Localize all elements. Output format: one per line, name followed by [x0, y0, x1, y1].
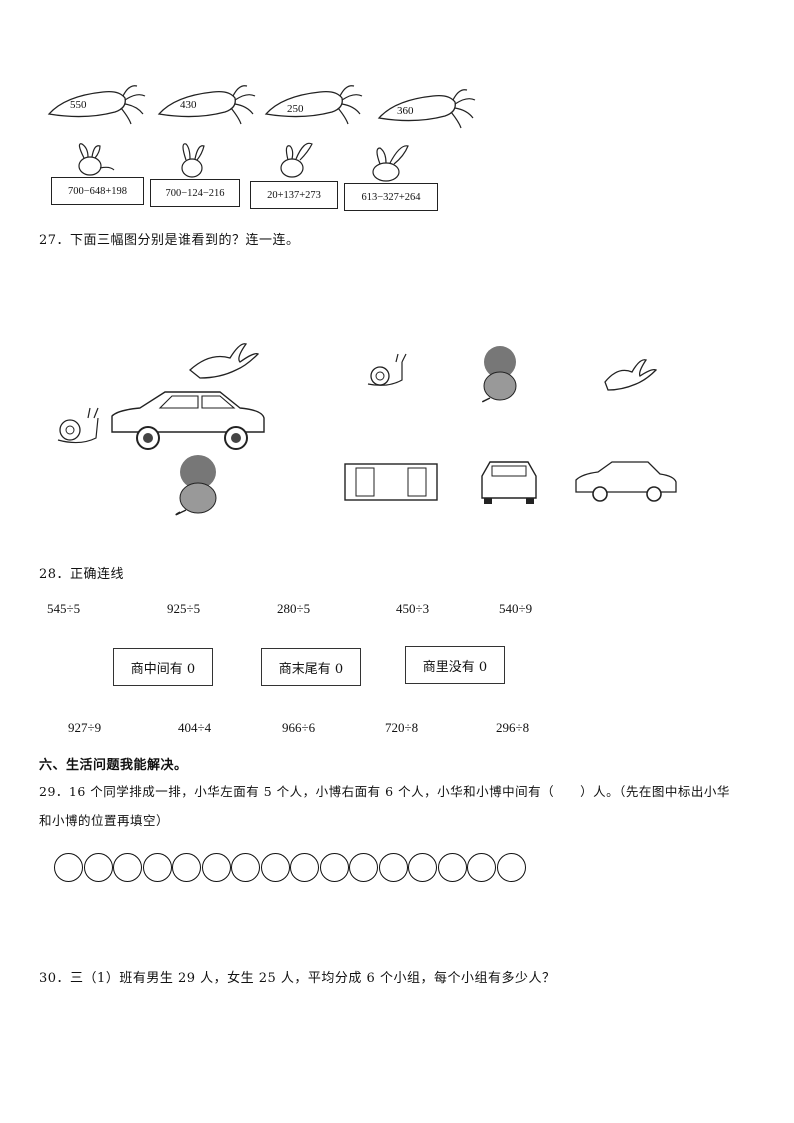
- division-top-1: 545÷5: [47, 601, 81, 616]
- car-side-icon: [111, 391, 265, 450]
- division-bottom-1: 927÷9: [68, 720, 102, 735]
- answer-box-middle-zero: 商中间有 0: [113, 648, 213, 686]
- section-6-title: 六、生活问题我能解决。: [39, 758, 188, 773]
- rabbit-icon: [78, 143, 115, 176]
- bird-icon: [604, 359, 658, 391]
- division-top-4: 450÷3: [396, 601, 430, 616]
- expression-box: 700−124−216: [150, 179, 240, 207]
- rabbit-icon: [181, 143, 205, 178]
- carrot-icon: [47, 85, 146, 125]
- seat-circle[interactable]: [378, 853, 408, 882]
- monkey-icon: [482, 346, 517, 403]
- seat-circle[interactable]: [231, 853, 260, 882]
- division-top-5: 540÷9: [499, 601, 533, 616]
- expression-box: 700−648+198: [51, 177, 144, 205]
- car-front-view-icon: [481, 461, 537, 504]
- seat-circle[interactable]: [319, 853, 349, 882]
- expression-box: 20+137+273: [250, 181, 338, 209]
- question-30: 30．三（1）班有男生 29 人，女生 25 人，平均分成 6 个小组，每个小组…: [39, 971, 556, 986]
- answer-box-no-zero: 商里没有 0: [405, 646, 505, 684]
- seat-circle[interactable]: [113, 853, 142, 882]
- seat-circle[interactable]: [349, 853, 378, 882]
- carrot-icon: [377, 89, 476, 129]
- carrot-number: 250: [287, 103, 304, 115]
- seat-circle[interactable]: [408, 853, 437, 882]
- snail-icon: [367, 353, 407, 386]
- monkey-icon: [175, 455, 217, 516]
- question-28: 28．正确连线: [39, 567, 125, 582]
- snail-icon: [57, 407, 99, 444]
- bird-icon: [188, 343, 260, 379]
- seat-circle[interactable]: [54, 853, 83, 882]
- seat-circle[interactable]: [83, 853, 113, 882]
- division-bottom-3: 966÷6: [282, 720, 316, 735]
- carrot-number: 550: [70, 99, 87, 111]
- division-top-2: 925÷5: [167, 601, 201, 616]
- seat-circle[interactable]: [496, 853, 526, 882]
- car-side-icon: [575, 461, 677, 502]
- scene-illustration: [57, 343, 677, 516]
- rabbit-icon: [372, 145, 409, 182]
- seat-circle[interactable]: [437, 853, 467, 882]
- division-bottom-2: 404÷4: [178, 720, 212, 735]
- car-top-view-icon: [344, 463, 438, 501]
- carrot-number: 430: [180, 99, 197, 111]
- seat-circle[interactable]: [467, 853, 496, 882]
- seat-circle[interactable]: [260, 853, 290, 882]
- seat-circle[interactable]: [201, 853, 231, 882]
- seat-circle[interactable]: [290, 853, 319, 882]
- question-27: 27．下面三幅图分别是谁看到的？连一连。: [39, 233, 300, 248]
- carrot-icon: [264, 85, 363, 125]
- division-top-3: 280÷5: [277, 601, 311, 616]
- carrot-number: 360: [397, 105, 414, 117]
- division-bottom-4: 720÷8: [385, 720, 419, 735]
- seat-circle[interactable]: [142, 853, 172, 882]
- seat-circle[interactable]: [172, 853, 201, 882]
- carrot-icon: [157, 85, 256, 125]
- expression-box: 613−327+264: [344, 183, 438, 211]
- answer-box-end-zero: 商末尾有 0: [261, 648, 361, 686]
- rabbit-icon: [280, 142, 313, 178]
- division-bottom-5: 296÷8: [496, 720, 530, 735]
- question-29-line2: 和小博的位置再填空）: [39, 813, 170, 828]
- question-29-line1: 29．16 个同学排成一排，小华左面有 5 个人，小博右面有 6 个人，小华和小…: [39, 784, 730, 799]
